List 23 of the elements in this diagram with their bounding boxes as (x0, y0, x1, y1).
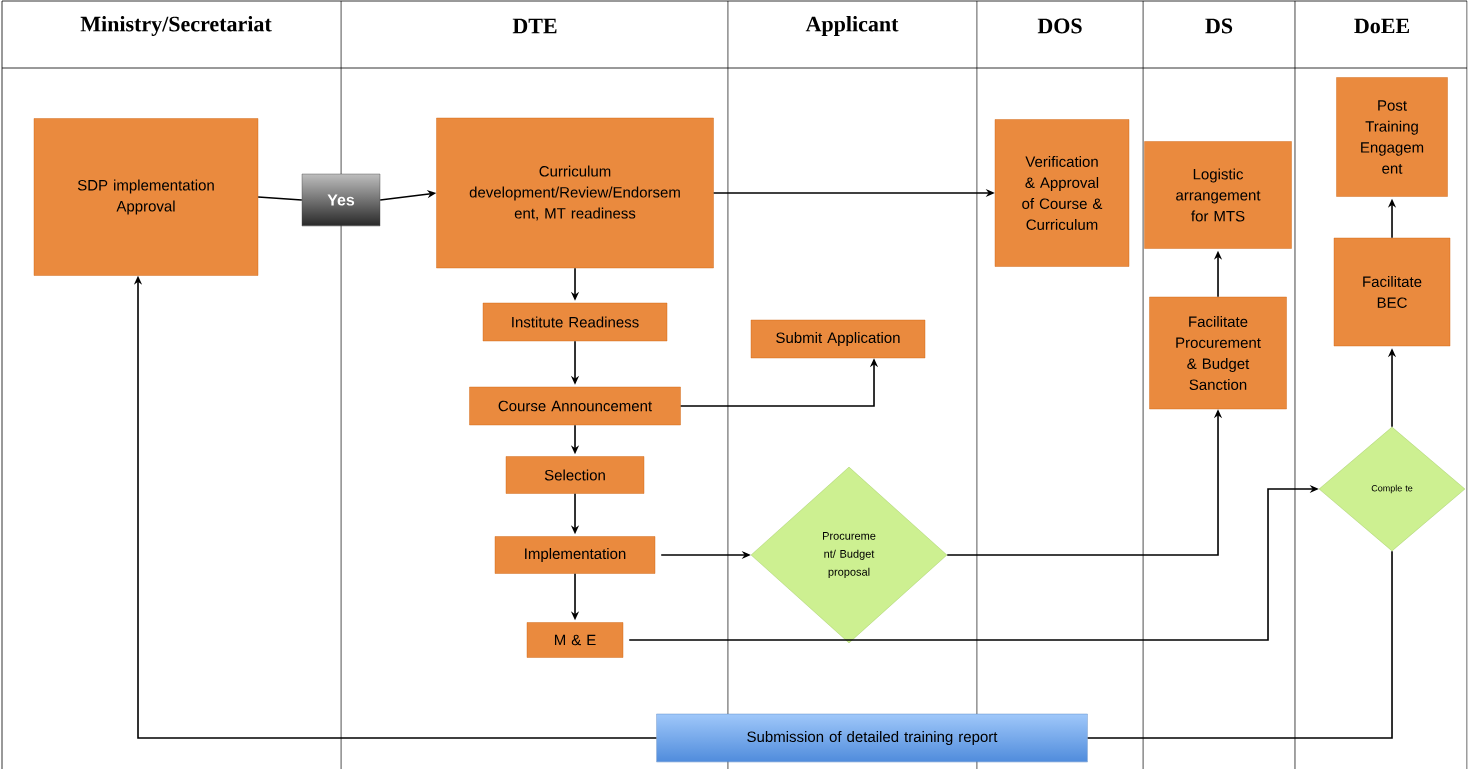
lane-header: DoEE (1354, 18, 1409, 34)
process-box: Logistic arrangement for MTS (1144, 141, 1292, 249)
process-box: Implementation (494, 536, 656, 574)
lane-header: DOS (1037, 18, 1082, 34)
lane-header: DS (1205, 18, 1233, 34)
process-box: M & E (526, 622, 624, 658)
decision-tag: Yes (301, 173, 381, 227)
process-box: Facilitate Procurement & Budget Sanction (1149, 296, 1287, 410)
process-box: Facilitate BEC (1333, 237, 1451, 347)
process-box: Post Training Engagem ent (1336, 77, 1448, 197)
lane-header: Ministry/Secretariat (80, 16, 272, 36)
process-box: Selection (505, 456, 645, 494)
process-box: SDP implementation Approval (33, 118, 259, 276)
process-box: Curriculum development/Review/Endorsem ent, MT readiness (436, 117, 714, 269)
report-banner: Submission of detailed training report (656, 713, 1088, 763)
process-box: Verification & Approval of Course & Curriculum (994, 119, 1130, 267)
lane-header: Applicant (805, 16, 899, 36)
process-box: Submit Application (750, 319, 926, 359)
connector-line (1086, 550, 1393, 739)
connector-line (257, 196, 303, 201)
process-box: Course Announcement (469, 386, 681, 426)
process-box: Institute Readiness (482, 302, 668, 342)
lane-header: DTE (512, 18, 557, 34)
